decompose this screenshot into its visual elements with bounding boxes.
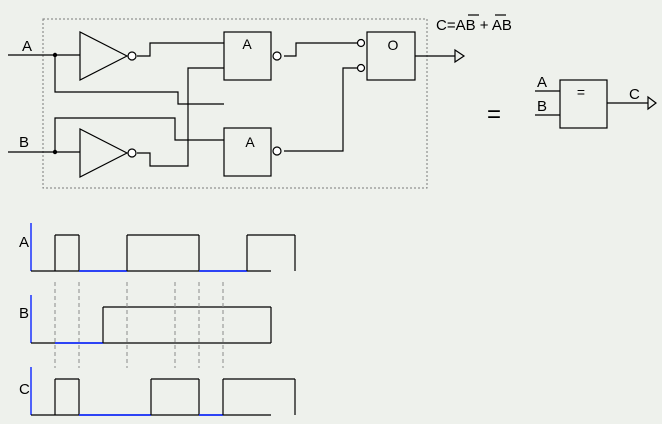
formula-a-bar: A	[492, 17, 502, 34]
formula-b-bar: B	[466, 17, 476, 34]
circuit-frame	[42, 18, 428, 189]
timing-label-c: C	[19, 381, 30, 398]
and-gate-1: A	[223, 31, 282, 81]
formula-prefix: C=A	[436, 17, 466, 34]
circuit-wires	[8, 42, 455, 167]
xor-input-b-label: B	[537, 98, 547, 115]
xor-gate-label: =	[577, 84, 585, 100]
and-gate-1-label: A	[242, 36, 252, 52]
junction-dot-b	[52, 149, 58, 155]
input-a-label: A	[22, 38, 32, 55]
not-gate-b	[79, 128, 137, 178]
formula-suffix: B	[502, 17, 512, 34]
timing-label-b: B	[19, 305, 29, 322]
equals-sign: =	[487, 101, 501, 128]
input-b-label: B	[19, 134, 29, 151]
or-gate: O	[356, 31, 416, 81]
or-gate-label: O	[388, 37, 399, 53]
and-gate-2-label: A	[245, 134, 255, 150]
circuit-output-arrow	[454, 48, 466, 64]
and-gate-2: A	[223, 127, 282, 177]
xor-output-label: C	[629, 86, 640, 103]
xor-input-a-label: A	[537, 74, 547, 91]
timing-diagram: A B C	[19, 223, 296, 416]
timing-label-a: A	[19, 234, 29, 251]
not-gate-a	[79, 31, 137, 81]
junction-dot-a	[52, 52, 58, 58]
formula-plus: +	[476, 17, 492, 34]
formula: C=AB + AB	[436, 17, 512, 34]
xor-symbol: A B = C	[535, 74, 657, 129]
